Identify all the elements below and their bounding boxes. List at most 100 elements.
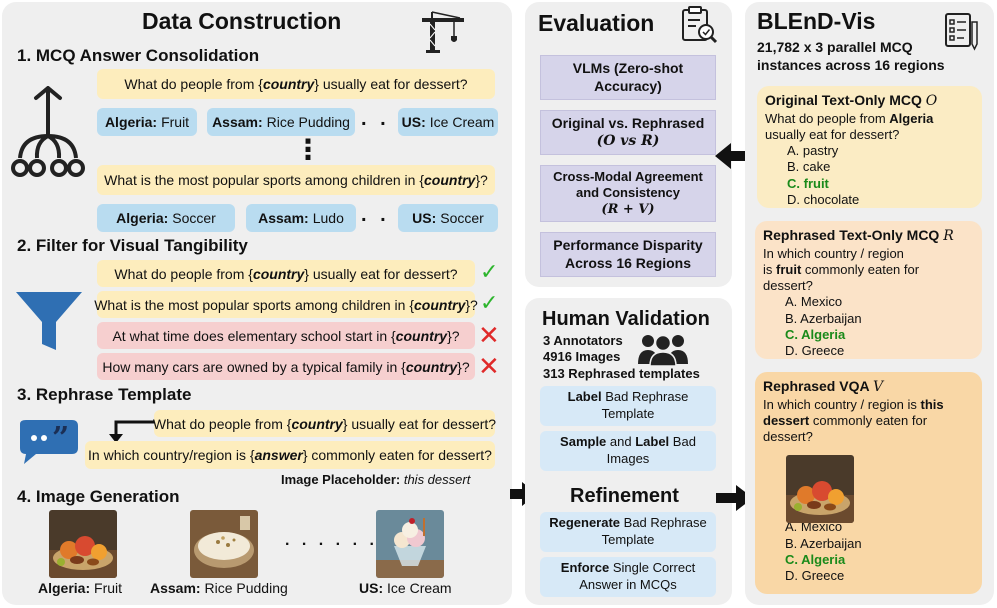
pill-region: Algeria: (116, 210, 169, 226)
box-bold: Enforce (560, 560, 610, 576)
option: D. chocolate (787, 191, 860, 207)
box-text: Bad Rephrase (601, 389, 689, 405)
answer-pill: Algeria:Soccer (97, 204, 235, 232)
funnel-icon (16, 292, 82, 350)
eval-box-disparity: Performance Disparity Across 16 Regions (540, 232, 716, 277)
pill-answer: Ludo (312, 210, 344, 226)
box-text: Answer in MCQs (579, 577, 677, 592)
eval-line: and Consistency (575, 185, 681, 201)
section-1-title: 1. MCQ Answer Consolidation (17, 46, 260, 65)
option: B. Azerbaijan (785, 535, 862, 551)
q-text: In which country/region is { (88, 447, 255, 463)
answer-pill: Algeria:Fruit (97, 108, 197, 136)
check-icon: ✓ (480, 290, 499, 315)
card-title: Rephrased VQA (763, 378, 870, 394)
eval-line: (R + V) (601, 201, 655, 217)
q-var: country (405, 358, 458, 375)
section-4-title: 4. Image Generation (17, 487, 180, 506)
eval-line: Performance Disparity (553, 237, 703, 253)
card-question-bold: fruit (776, 261, 802, 277)
correct-option: C. fruit (787, 175, 829, 191)
placeholder-value: this dessert (403, 472, 471, 487)
sample-label-images-box: Sample and Label Bad Images (540, 431, 716, 471)
image-caption: Algeria: Fruit (38, 580, 122, 596)
q-text: How many cars are owned by a typical fam… (102, 358, 406, 375)
q-text: } usually eat for dessert? (342, 415, 497, 432)
pill-region: Assam: (212, 114, 263, 130)
pill-answer: Rice Pudding (266, 114, 350, 130)
card-title: Original Text-Only MCQ (765, 92, 922, 108)
option: A. Mexico (785, 519, 843, 535)
correct-option: C. Algeria (785, 326, 846, 342)
box-text: and (606, 434, 636, 450)
image-caption: US: Ice Cream (359, 580, 452, 596)
original-mcq-card: Original Text-Only MCQ O What do people … (757, 86, 982, 208)
placeholder-label: Image Placeholder: (281, 472, 401, 487)
q-text: } commonly eaten for dessert? (302, 447, 492, 463)
eval-line: (O vs R) (596, 132, 660, 149)
box-text: Template (601, 406, 655, 421)
stat-annotators: 3 Annotators (543, 333, 623, 348)
pill-answer: Ice Cream (429, 114, 495, 130)
card-question: commonly eaten for (801, 261, 920, 277)
card-question-bold: Algeria (889, 110, 934, 126)
box-bold: Regenerate (549, 515, 621, 531)
q-text: } usually eat for dessert? (314, 76, 468, 92)
people-icon (638, 334, 688, 366)
option: B. cake (787, 159, 831, 175)
eval-box-zero-shot: VLMs (Zero-shot Accuracy) (540, 55, 716, 100)
q-text: What do people from { (152, 415, 292, 432)
q-text: }? (475, 172, 488, 188)
evaluation-title: Evaluation (538, 10, 655, 36)
vertical-ellipsis: ⋮ (294, 134, 322, 165)
crane-icon (422, 11, 464, 53)
cross-icon: ✕ (478, 320, 500, 350)
q-var: country (262, 76, 315, 92)
pill-region: US: (412, 210, 437, 226)
pill-region: Assam: (258, 210, 309, 226)
card-question: In which country / region is (763, 396, 921, 412)
section-3-title: 3. Rephrase Template (17, 385, 192, 404)
q-var: answer (254, 447, 303, 463)
q-text: What do people from { (114, 265, 253, 282)
image-caption: Assam: Rice Pudding (150, 580, 288, 596)
answer-pill: US:Ice Cream (398, 108, 498, 136)
box-text: Bad Rephrase (620, 515, 707, 531)
pill-answer: Soccer (172, 210, 216, 226)
caption-region: Assam: (150, 580, 201, 596)
ellipsis: . . . (361, 108, 409, 130)
q-text: }? (447, 327, 460, 344)
subtitle-line: instances across 16 regions (757, 57, 945, 74)
check-icon: ✓ (480, 259, 499, 284)
answer-pill: Assam:Rice Pudding (207, 108, 355, 136)
fruit-dessert-image (786, 455, 854, 523)
box-text: Images (606, 451, 650, 466)
q-var: country (414, 296, 466, 313)
caption-answer: Fruit (94, 580, 123, 596)
option: D. Greece (785, 568, 845, 583)
svg-text:”: ” (52, 421, 69, 456)
pill-answer: Fruit (161, 114, 190, 130)
correct-option: C. Algeria (785, 551, 846, 567)
regenerate-box: Regenerate Bad Rephrase Template (540, 512, 716, 552)
mcq-question-dessert: What do people from {country} usually ea… (97, 69, 495, 99)
q-text: } usually eat for dessert? (304, 265, 458, 282)
box-bold: Label (567, 389, 602, 405)
data-construction-title: Data Construction (142, 8, 342, 34)
rephrase-arrow-icon (109, 420, 154, 443)
card-question: In which country / region (763, 245, 904, 261)
stat-templates: 313 Rephrased templates (543, 365, 700, 381)
box-bold: Label (635, 434, 670, 450)
ellipsis: . . . (361, 204, 409, 226)
q-var: country (395, 327, 448, 344)
option: A. pastry (787, 143, 839, 158)
caption-answer: Ice Cream (387, 580, 452, 596)
q-var: country (252, 265, 305, 282)
eval-box-cross-modal: Cross-Modal Agreement and Consistency (R… (540, 165, 716, 222)
q-text: }? (457, 358, 470, 375)
pill-region: Algeria: (104, 114, 158, 130)
box-text: Template (601, 532, 655, 547)
stat-images: 4916 Images (543, 349, 621, 365)
pill-region: US: (401, 114, 426, 130)
q-var: country (424, 172, 476, 188)
